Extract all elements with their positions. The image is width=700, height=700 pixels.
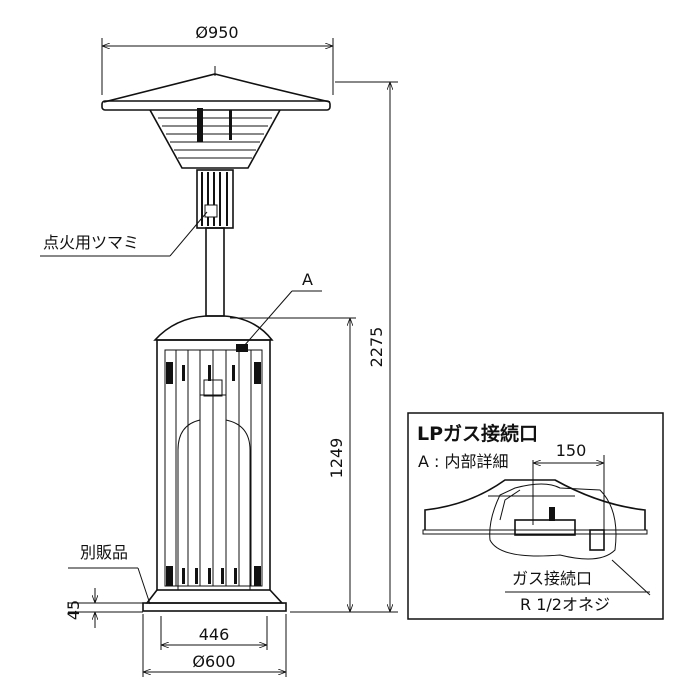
base — [142, 589, 287, 612]
dimension-body-height: 1249 — [230, 317, 356, 612]
burner-head — [196, 169, 234, 229]
inset-dimension-label: 150 — [556, 441, 587, 460]
inset-title: LPガス接続口 — [417, 422, 538, 445]
total-height-label: 2275 — [367, 327, 386, 368]
ignition-knob — [204, 204, 218, 218]
sold-separately-label: 別販品 — [80, 543, 128, 562]
body-height-label: 1249 — [327, 438, 346, 479]
base-height-label: 45 — [64, 600, 83, 620]
ignition-knob-label: 点火用ツマミ — [43, 233, 139, 252]
body-housing — [153, 315, 274, 591]
callout-ignition-knob: 点火用ツマミ — [40, 211, 208, 257]
gas-cylinder — [177, 394, 251, 590]
reflector — [101, 66, 331, 169]
top-diameter-label: Ø950 — [195, 23, 238, 42]
dimension-top-diameter: Ø950 — [101, 23, 334, 95]
dimension-base-diameter: Ø600 — [142, 614, 287, 677]
inner-width-label: 446 — [199, 625, 230, 644]
inset-thread-spec: R 1/2オネジ — [520, 595, 610, 614]
dimension-total-height: 2275 — [290, 81, 398, 613]
inset-detail-a: LPガス接続口 A : 内部詳細 150 ガス接続口 R 1/2オネジ — [407, 412, 664, 620]
inset-connection-label: ガス接続口 — [512, 569, 592, 588]
detail-a-label: A — [302, 270, 313, 289]
dimension-base-height: 45 — [64, 588, 155, 628]
base-diameter-label: Ø600 — [192, 652, 235, 671]
callout-detail-a: A — [243, 270, 322, 347]
pole — [205, 227, 225, 317]
inset-subtitle: A : 内部詳細 — [418, 452, 509, 471]
callout-sold-separately: 別販品 — [68, 543, 151, 605]
dimension-inner-width: 446 — [160, 616, 268, 650]
